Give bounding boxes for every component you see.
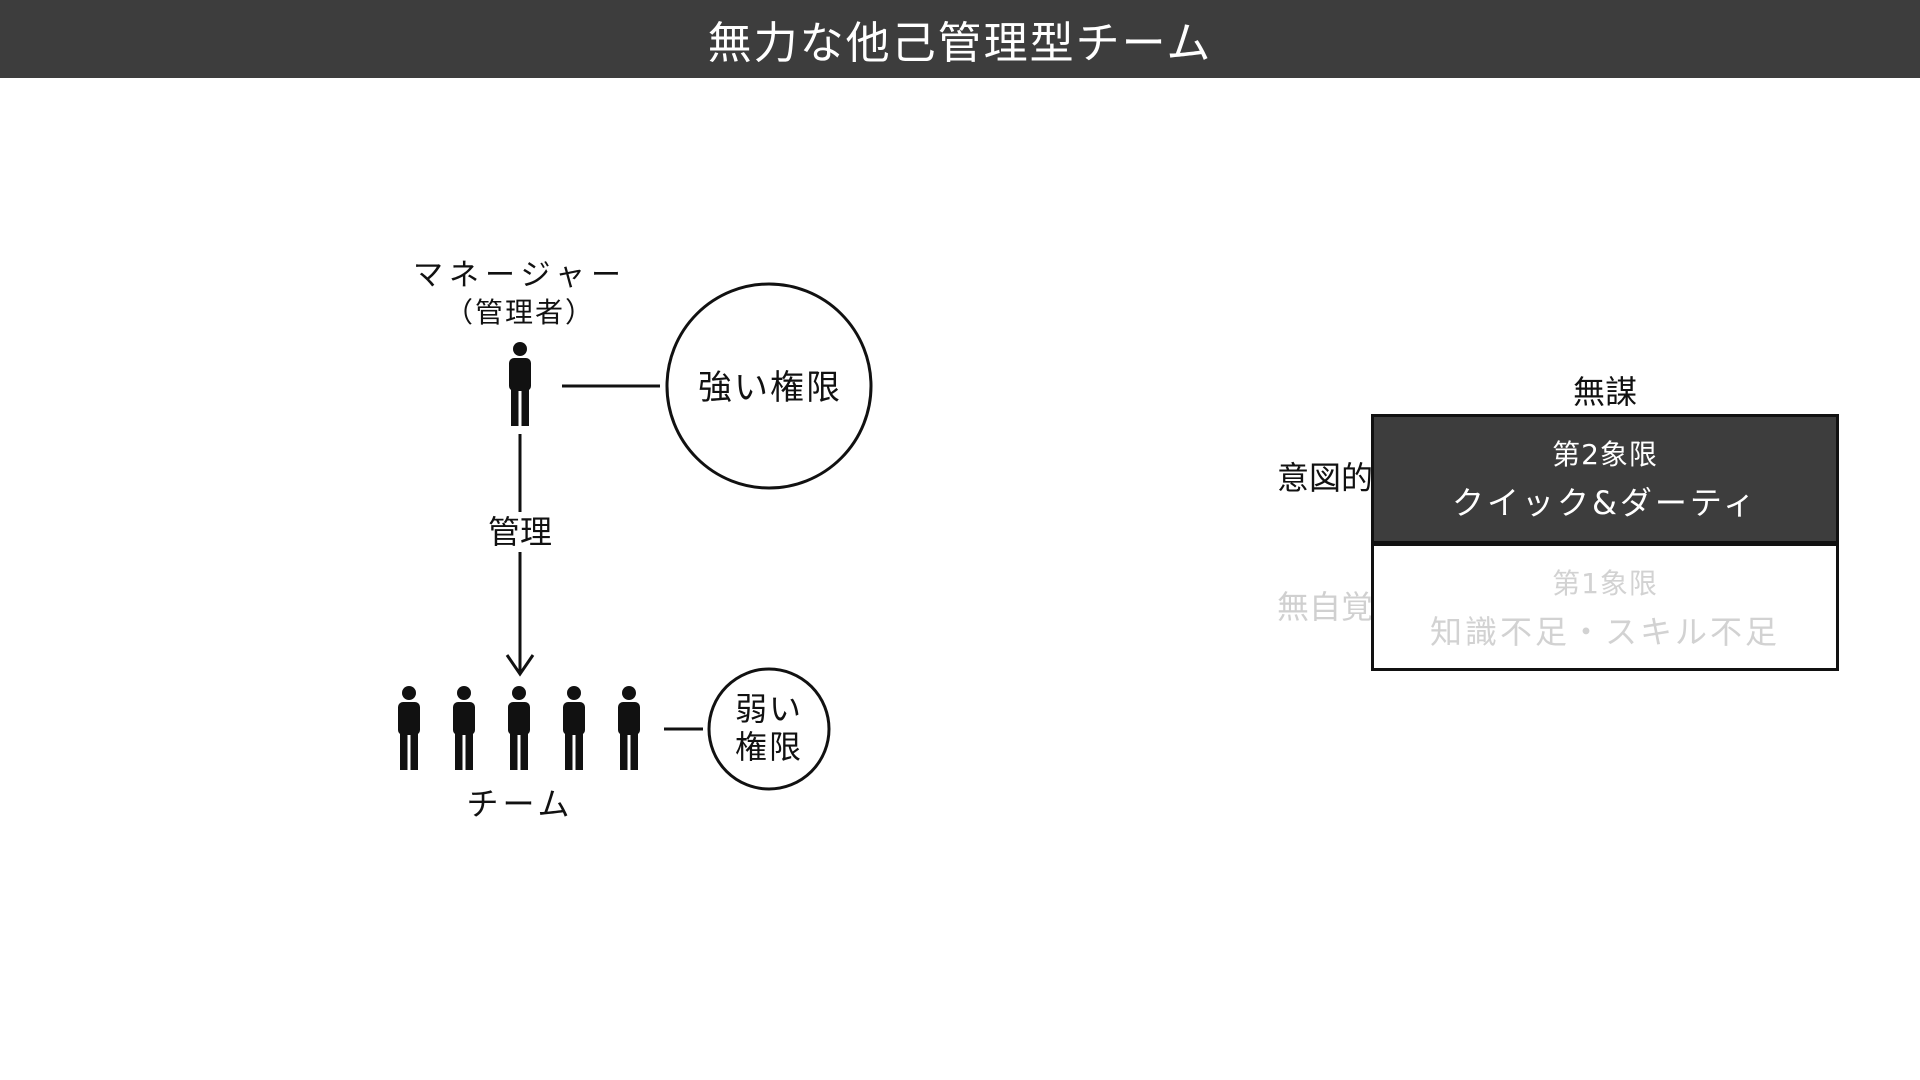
team-member-icon <box>618 686 640 770</box>
team-member-icon <box>453 686 475 770</box>
quadrant-cell-1-title: 第1象限 <box>1552 567 1658 600</box>
quadrant-left-axis-intentional: 意図的 <box>1276 459 1373 497</box>
slide-title: 無力な他己管理型チーム <box>707 18 1213 69</box>
team-member-icon <box>508 686 530 770</box>
strong-authority-label: 強い権限 <box>698 368 842 408</box>
manager-sub-label: （管理者） <box>444 296 595 329</box>
quadrant-top-axis-label: 無謀 <box>1572 373 1637 411</box>
manager-label: マネージャー <box>413 258 627 293</box>
quadrant-cell-1: 第1象限 知識不足・スキル不足 <box>1371 543 1839 671</box>
weak-authority-label-line1: 弱い <box>734 690 803 728</box>
weak-authority-label-line2: 権限 <box>734 728 803 766</box>
team-label: チーム <box>466 785 574 823</box>
manager-person-icon <box>509 342 531 426</box>
arrow-head-icon <box>505 654 535 677</box>
quadrant-cell-2-title: 第2象限 <box>1552 438 1658 471</box>
quadrant-cell-2: 第2象限 クイック&ダーティ <box>1371 414 1839 544</box>
weak-authority-circle <box>707 667 831 791</box>
title-bar: 無力な他己管理型チーム <box>0 0 1920 78</box>
team-member-icon <box>563 686 585 770</box>
manage-label: 管理 <box>470 512 570 552</box>
team-member-icon <box>398 686 420 770</box>
quadrant-cell-1-body: 知識不足・スキル不足 <box>1429 613 1780 651</box>
quadrant-left-axis-unaware: 無自覚 <box>1276 588 1373 626</box>
strong-authority-circle <box>665 282 873 490</box>
quadrant-cell-2-body: クイック&ダーティ <box>1451 484 1759 522</box>
